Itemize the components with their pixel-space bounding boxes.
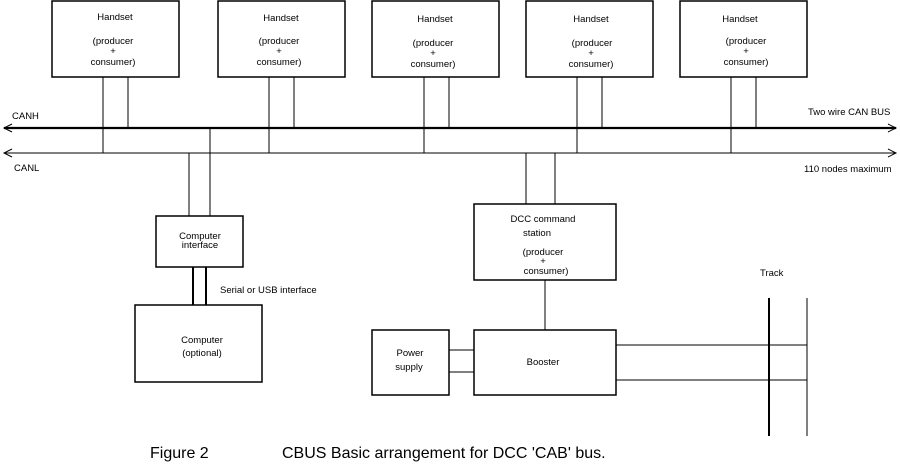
handset-title: Handset [263, 13, 299, 24]
computer-interface-label2: interface [182, 240, 218, 251]
handset-4: Handset (producer + consumer) [525, 0, 654, 78]
handset-1: Handset (producer + consumer) [51, 0, 180, 78]
power-booster: Power supply Booster [371, 329, 807, 396]
handset-title: Handset [573, 14, 609, 25]
canh-arrow-left [2, 123, 13, 133]
power-supply-label: Power [397, 348, 424, 359]
handset-role2: consumer) [724, 57, 769, 68]
canl-label: CANL [14, 163, 39, 174]
handset-plus: + [430, 48, 436, 59]
canl-arrow-right [887, 148, 898, 158]
handset-2: Handset (producer + consumer) [217, 0, 346, 78]
computer-interface-box [155, 215, 244, 268]
computer-optional-label: (optional) [182, 348, 222, 359]
dcc-station-role: (producer [523, 247, 564, 258]
handset-plus: + [276, 46, 282, 57]
serial-usb-label: Serial or USB interface [220, 285, 317, 296]
handset-title: Handset [722, 14, 758, 25]
figure-title: CBUS Basic arrangement for DCC 'CAB' bus… [282, 445, 606, 462]
handset-title: Handset [417, 14, 453, 25]
dcc-station-plus: + [540, 256, 546, 267]
handset-role: (producer [259, 36, 300, 47]
handset-plus: + [110, 46, 116, 57]
handset-drops [102, 77, 757, 153]
dcc-station-branch: DCC command station (producer + consumer… [473, 153, 617, 330]
dcc-station-box [473, 203, 617, 281]
canh-label: CANH [12, 111, 39, 122]
figure-number: Figure 2 [150, 445, 209, 462]
power-supply-label2: supply [395, 362, 423, 373]
computer-box [134, 304, 263, 383]
dcc-station-subtitle: station [523, 228, 551, 239]
handset-role: (producer [726, 36, 767, 47]
can-bus: CANH CANL Two wire CAN BUS 110 nodes max… [2, 107, 898, 175]
handset-plus: + [743, 46, 749, 57]
handset-role: (producer [572, 38, 613, 49]
booster-label: Booster [527, 357, 560, 368]
computer-interface-label: Computer [179, 231, 221, 242]
max-nodes-label: 110 nodes maximum [804, 164, 892, 175]
handset-plus: + [588, 48, 594, 59]
track-label: Track [760, 268, 784, 279]
handset-3: Handset (producer + consumer) [371, 0, 500, 78]
canh-arrow-right [887, 123, 898, 133]
handset-role2: consumer) [91, 57, 136, 68]
handset-role2: consumer) [411, 59, 456, 70]
dcc-station-role2: consumer) [524, 266, 569, 277]
track: Track [760, 268, 808, 436]
handset-role2: consumer) [257, 57, 302, 68]
can-bus-label: Two wire CAN BUS [808, 107, 890, 118]
canl-arrow-left [2, 148, 13, 158]
figure-caption: Figure 2 CBUS Basic arrangement for DCC … [150, 445, 606, 462]
handset-role2: consumer) [569, 59, 614, 70]
handset-role: (producer [93, 36, 134, 47]
booster-box [473, 329, 617, 396]
computer-label: Computer [181, 335, 223, 346]
power-supply-box [371, 329, 450, 396]
handset-5: Handset (producer + consumer) [679, 0, 808, 78]
handset-role: (producer [413, 38, 454, 49]
dcc-station-title: DCC command [511, 214, 576, 225]
computer-interface-branch: Computer interface Serial or USB interfa… [134, 128, 317, 383]
handset-title: Handset [97, 12, 133, 23]
